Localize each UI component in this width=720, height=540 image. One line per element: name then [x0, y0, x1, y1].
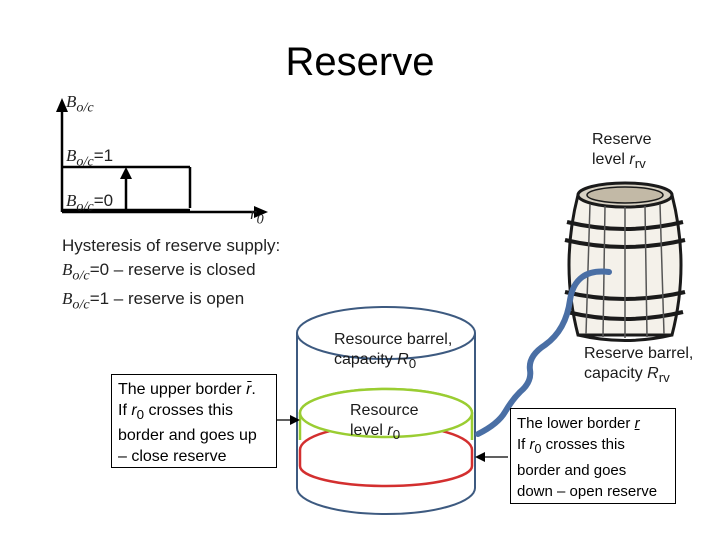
level-zero-label: Bo/c=0	[66, 191, 114, 215]
reserve-level-label: Reserve level rrv	[592, 131, 652, 172]
connecting-pipe	[475, 268, 612, 437]
x-axis-arrowhead	[254, 206, 268, 218]
arrow-up-marker	[120, 167, 132, 179]
resource-barrel-label: Resource barrel, capacity R0	[334, 331, 453, 372]
reserve-barrel-label: Reserve barrel, capacity Rrv	[584, 345, 694, 386]
upper-pointer-arrowhead	[290, 415, 300, 425]
x-axis-label: r0	[250, 204, 264, 228]
level-one-label: Bo/c=1	[66, 146, 114, 170]
y-axis-arrowhead	[56, 98, 68, 112]
lower-pointer-arrowhead	[475, 452, 485, 462]
hysteresis-plot	[56, 98, 268, 218]
hysteresis-open-line: Bo/c=1 – reserve is open	[62, 289, 245, 313]
page-title: Reserve	[285, 40, 435, 84]
hysteresis-heading: Hysteresis of reserve supply:	[62, 236, 281, 255]
lower-border-callout: The lower border r If r0 crosses this bo…	[510, 408, 676, 504]
reserve-barrel-picture	[475, 181, 686, 437]
resource-barrel	[296, 306, 476, 515]
hysteresis-description: Hysteresis of reserve supply: Bo/c=0 – r…	[62, 234, 280, 317]
upper-border-callout: The upper border r̄. If r0 crosses this …	[111, 374, 277, 468]
resource-level-label: Resource level r0	[350, 402, 419, 443]
y-axis-label: Bo/c	[66, 92, 94, 116]
hysteresis-closed-line: Bo/c=0 – reserve is closed	[62, 260, 256, 284]
